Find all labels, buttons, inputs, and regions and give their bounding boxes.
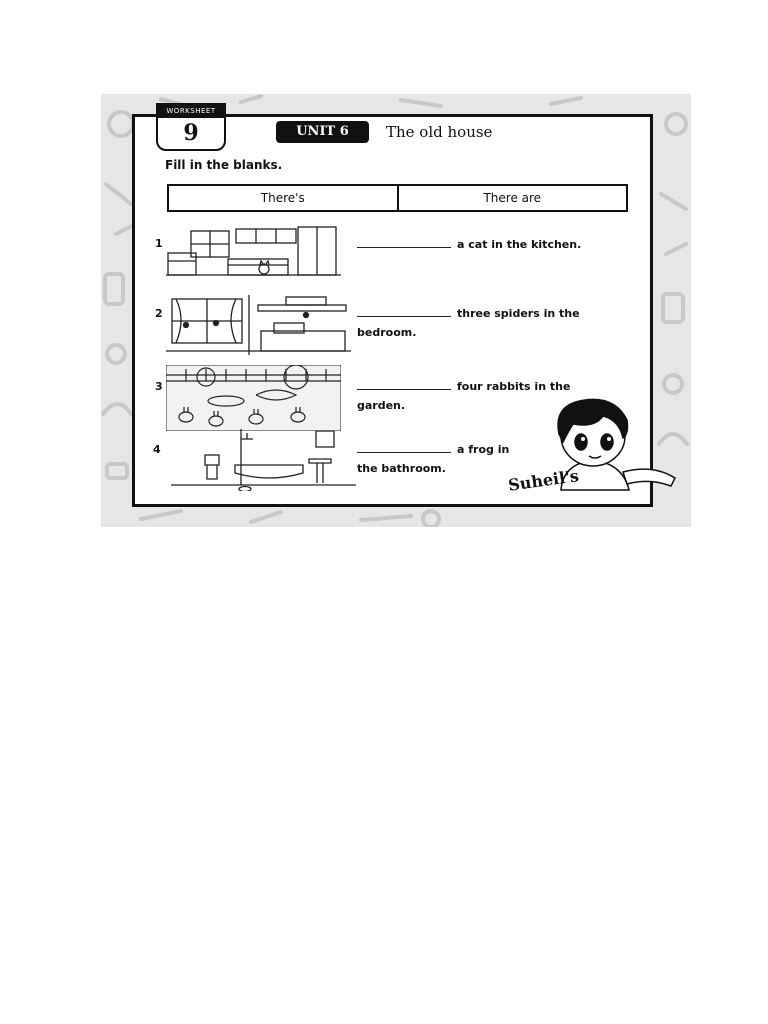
- kitchen-with-cat-picture: [166, 226, 341, 276]
- question-text: four rabbits in the: [457, 380, 571, 393]
- question-line: four rabbits in the: [357, 378, 570, 396]
- question-number: 4: [153, 443, 161, 456]
- question-number: 3: [155, 380, 163, 393]
- question-text: three spiders in the: [457, 307, 580, 320]
- question-line-continued: garden.: [357, 399, 406, 412]
- instruction-text: Fill in the blanks.: [165, 158, 283, 172]
- question-number: 2: [155, 307, 163, 320]
- worksheet-image: 1 a cat in the kitchen. 2: [101, 94, 691, 527]
- question-line: a cat in the kitchen.: [357, 236, 581, 254]
- question-line: three spiders in the: [357, 305, 580, 323]
- worksheet-tab: WORKSHEET 9: [156, 103, 226, 151]
- boy-mascot-icon: [557, 398, 676, 491]
- answer-blank[interactable]: [357, 442, 451, 453]
- bedroom-with-spiders-picture: [166, 295, 351, 355]
- bathroom-with-frog-picture: [171, 429, 356, 491]
- question-line: a frog in: [357, 441, 509, 459]
- worksheet-number: 9: [183, 120, 199, 146]
- answer-blank[interactable]: [357, 237, 451, 248]
- question-line-continued: the bathroom.: [357, 462, 446, 475]
- word-option: There's: [260, 191, 305, 205]
- worksheet-label: WORKSHEET: [158, 105, 224, 118]
- unit-title: The old house: [386, 123, 493, 141]
- unit-badge: UNIT 6: [276, 121, 369, 143]
- garden-with-rabbits-picture: [166, 365, 341, 431]
- question-text: a frog in: [457, 443, 510, 456]
- answer-blank[interactable]: [357, 379, 451, 390]
- word-option: There are: [396, 186, 627, 210]
- word-box: There's There are: [167, 184, 628, 212]
- answer-blank[interactable]: [357, 306, 451, 317]
- question-text: a cat in the kitchen.: [457, 238, 582, 251]
- question-line-continued: bedroom.: [357, 326, 417, 339]
- question-number: 1: [155, 237, 163, 250]
